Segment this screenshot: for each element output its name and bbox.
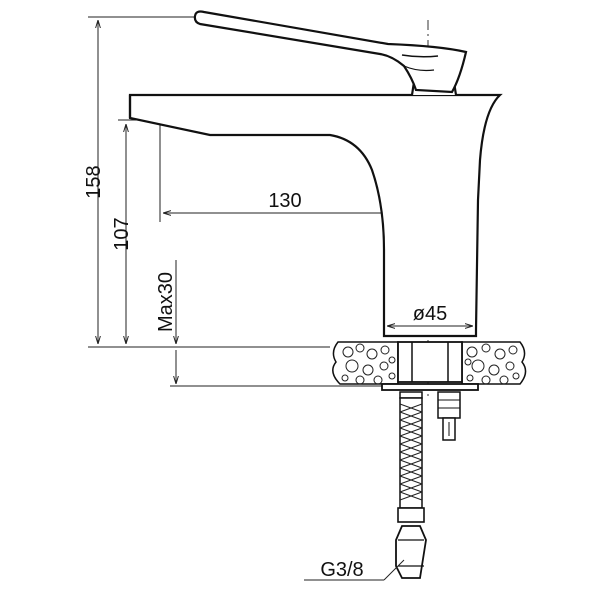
spout-height-label: 107 bbox=[111, 217, 133, 250]
deck-thickness-label: Max30 bbox=[155, 272, 177, 332]
fixing-stud bbox=[437, 391, 461, 441]
base-diameter-label: ø45 bbox=[413, 303, 447, 325]
dimension-spout-reach: 130 bbox=[159, 124, 425, 222]
dimension-spout-height: 107 bbox=[111, 119, 160, 344]
dimension-connection-thread: G3/8 bbox=[304, 559, 405, 581]
dimension-deck-thickness: Max30 bbox=[155, 260, 386, 387]
spout-reach-label: 130 bbox=[268, 190, 301, 212]
stone-texture bbox=[341, 343, 520, 385]
overall-height-label: 158 bbox=[83, 165, 105, 198]
braided-hose bbox=[395, 397, 427, 579]
dimension-overall-height: 158 bbox=[83, 16, 330, 348]
dimension-base-diameter: ø45 bbox=[387, 303, 473, 326]
faucet-body bbox=[128, 80, 503, 338]
connection-thread-label: G3/8 bbox=[320, 559, 363, 581]
counter-top bbox=[332, 341, 527, 385]
lever-handle bbox=[193, 10, 468, 94]
mounting-shank bbox=[381, 341, 479, 399]
